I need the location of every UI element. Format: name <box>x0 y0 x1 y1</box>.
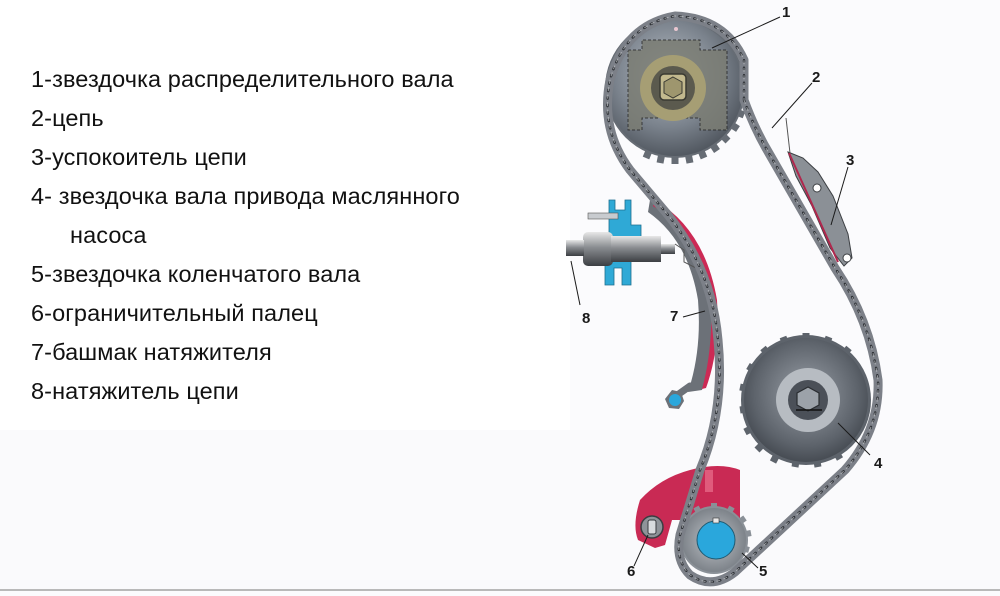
callout-8: 8 <box>582 310 591 327</box>
legend-item-8: 8-натяжитель цепи <box>31 378 239 404</box>
callout-3: 3 <box>846 152 855 169</box>
chain-damper <box>785 117 853 267</box>
callout-1: 1 <box>782 4 791 21</box>
timing-chain-diagram: 1 2 3 4 5 6 7 8 <box>545 0 1000 591</box>
legend-item-4-continuation: насоса <box>70 222 147 248</box>
callout-4: 4 <box>874 455 883 472</box>
limiting-pin <box>640 515 664 539</box>
camshaft-sprocket <box>605 18 746 164</box>
legend-item-5: 5-звездочка коленчатого вала <box>31 261 361 287</box>
leader-lines <box>570 16 871 569</box>
legend-item-1: 1-звездочка распределительного вала <box>31 66 454 92</box>
bottom-border <box>0 589 1000 591</box>
callout-5: 5 <box>759 563 768 580</box>
chain-tensioner <box>566 199 697 286</box>
crankshaft-sprocket <box>680 503 752 574</box>
parts-legend: 1-звездочка распределительного вала 2-це… <box>31 60 460 411</box>
oil-pump-sprocket <box>739 333 871 468</box>
legend-item-6: 6-ограничительный палец <box>31 300 318 326</box>
legend-item-7: 7-башмак натяжителя <box>31 339 272 365</box>
timing-chain <box>603 11 883 587</box>
text-panel-background <box>0 0 570 430</box>
legend-item-3: 3-успокоитель цепи <box>31 144 247 170</box>
callout-6: 6 <box>627 563 636 580</box>
callout-7: 7 <box>670 308 679 325</box>
callout-2: 2 <box>812 69 821 86</box>
legend-item-2: 2-цепь <box>31 105 104 131</box>
